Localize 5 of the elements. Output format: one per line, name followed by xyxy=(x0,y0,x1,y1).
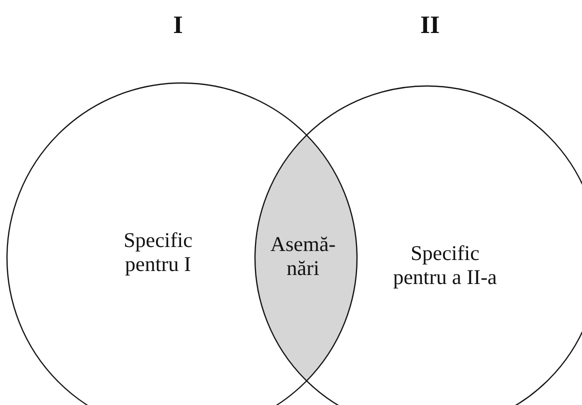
overlap-label: Asemă- nări xyxy=(269,232,337,280)
set-label: Specific pentru I xyxy=(122,228,194,276)
set-heading: I xyxy=(173,12,183,40)
set-label: Specific pentru a II-a xyxy=(392,241,498,289)
set-heading: II xyxy=(420,12,440,40)
